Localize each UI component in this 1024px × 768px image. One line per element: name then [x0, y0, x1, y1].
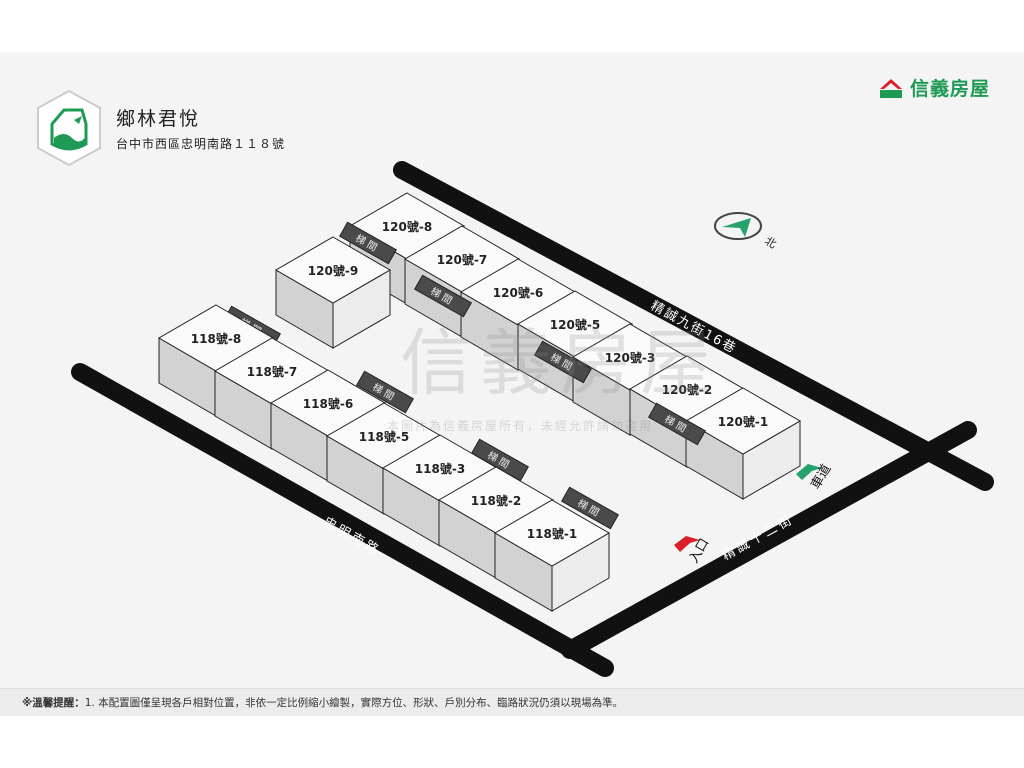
site-plan: 忠明南路 精誠九街16巷 精誠十二街 120號-8梯間120號-7120號-91… — [71, 161, 994, 677]
compass-label: 北 — [763, 234, 779, 251]
unit-block[interactable]: 118號-1 — [494, 499, 610, 612]
watermark: 信義房屋 本圖片為信義房屋所有，未經允許請勿盜用 — [387, 321, 720, 433]
road-zhongming — [71, 363, 614, 677]
stairwell-bar — [648, 402, 706, 446]
compass-ring — [714, 212, 762, 240]
project-logo-icon — [37, 89, 101, 167]
stairwell-bar — [534, 340, 592, 384]
brand-name: 信義房屋 — [910, 78, 991, 100]
unit-label: 118號-7 — [247, 364, 297, 379]
footer-text: 1. 本配置圖僅呈現各戶相對位置，非依一定比例縮小繪製，實際方位、形狀、戶別分布… — [84, 697, 624, 709]
unit-top-face — [275, 236, 391, 304]
entrance-arrow-icon — [674, 536, 700, 552]
buildings: 120號-8梯間120號-7120號-9120號-6梯間120號-5梯間118號… — [158, 192, 801, 612]
unit-label: 120號-1 — [718, 414, 768, 429]
footer-title: ※溫馨提醒： — [22, 697, 85, 709]
unit-label: 118號-8 — [191, 331, 241, 346]
driveway-marker: 車道 — [796, 462, 834, 492]
unit-label: 120號-3 — [605, 350, 655, 365]
unit-label: 120號-7 — [437, 252, 487, 267]
unit-label: 118號-3 — [415, 461, 465, 476]
unit-label: 118號-5 — [359, 429, 409, 444]
footer-notice: ※溫馨提醒：1. 本配置圖僅呈現各戶相對位置，非依一定比例縮小繪製，實際方位、形… — [0, 688, 1024, 716]
project-name: 鄉林君悅 — [116, 108, 201, 130]
stairwell-bar — [339, 221, 397, 265]
unit-top-face — [494, 499, 610, 567]
watermark-brand: 信義房屋 — [400, 321, 720, 405]
unit-label: 120號-2 — [662, 382, 712, 397]
brand-logo: 信義房屋 — [878, 74, 990, 101]
stairwell-bar — [414, 274, 472, 318]
unit-label: 118號-6 — [303, 396, 353, 411]
project-header: 鄉林君悅 台中市西區忠明南路１１８號 — [34, 88, 285, 168]
unit-block[interactable]: 120號-9 — [275, 236, 391, 349]
entrance-marker: 入口 — [674, 536, 712, 566]
unit-label: 120號-5 — [550, 317, 600, 332]
unit-label: 120號-9 — [308, 263, 358, 278]
stairwell: 梯間 — [534, 340, 592, 384]
north-arrow-icon — [722, 218, 751, 237]
driveway-arrow-icon — [796, 464, 822, 480]
road-jingcheng12 — [561, 421, 977, 659]
compass: 北 — [714, 212, 779, 251]
road-jingcheng9 — [393, 161, 994, 491]
unit-label: 118號-2 — [471, 493, 521, 508]
stairwell-bar — [356, 370, 414, 414]
unit-label: 120號-6 — [493, 285, 543, 300]
unit-label: 120號-8 — [382, 219, 432, 234]
unit-label: 118號-1 — [527, 526, 577, 541]
sinyi-logo-icon — [880, 78, 902, 98]
project-address: 台中市西區忠明南路１１８號 — [116, 137, 286, 151]
stairwell-bar — [561, 486, 619, 530]
unit-top-face — [685, 387, 801, 455]
watermark-text: 本圖片為信義房屋所有，未經允許請勿盜用 — [387, 418, 653, 433]
